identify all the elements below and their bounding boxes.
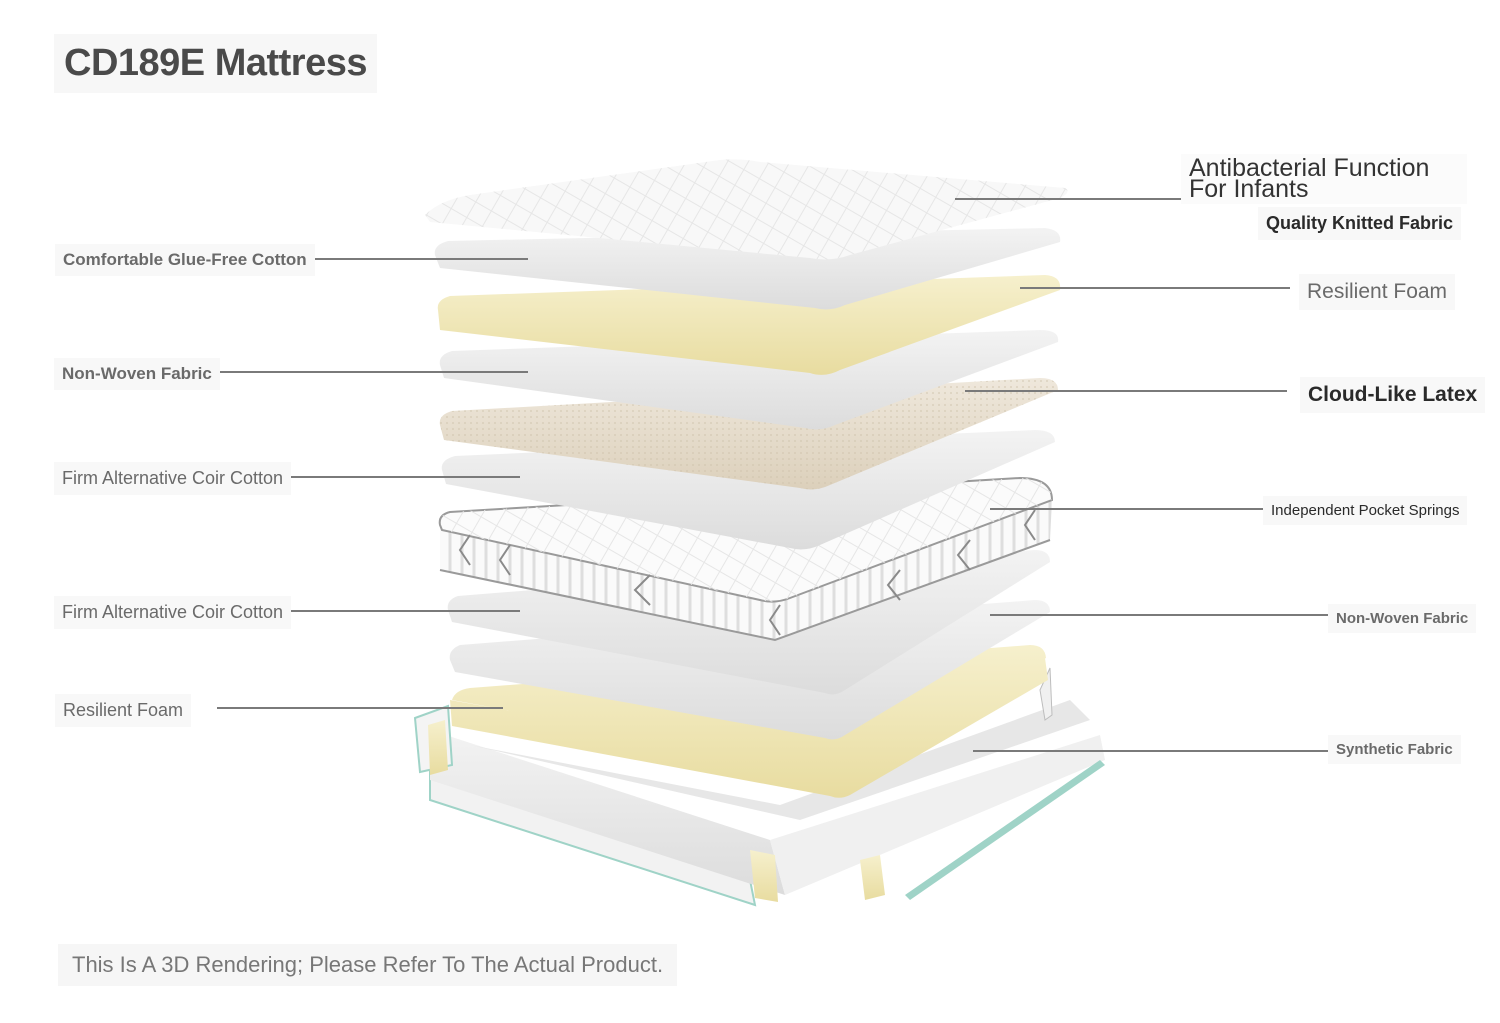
label-non-woven-fabric-right: Non-Woven Fabric <box>1328 604 1477 633</box>
label-resilient-foam-right: Resilient Foam <box>1299 274 1456 310</box>
page-title: CD189E Mattress <box>54 34 377 93</box>
label-non-woven-fabric-left: Non-Woven Fabric <box>54 358 220 390</box>
label-resilient-foam-left: Resilient Foam <box>55 694 192 727</box>
layer-cloud-like-latex <box>439 378 1058 490</box>
layer-knitted-fabric <box>425 159 1068 260</box>
label-quality-knitted-fabric: Quality Knitted Fabric <box>1258 207 1462 240</box>
label-coir-cotton-lower: Firm Alternative Coir Cotton <box>54 596 292 629</box>
label-glue-free-cotton: Comfortable Glue-Free Cotton <box>55 244 315 276</box>
layer-resilient-foam-top <box>437 275 1061 375</box>
base-box <box>413 667 1105 907</box>
label-independent-pocket-springs: Independent Pocket Springs <box>1263 496 1468 525</box>
leader-lines <box>190 198 1400 752</box>
label-cloud-like-latex: Cloud-Like Latex <box>1300 377 1486 413</box>
label-antibacterial-function: Antibacterial Function For Infants <box>1181 154 1467 204</box>
layer-non-woven-upper <box>439 330 1059 430</box>
rendering-disclaimer: This Is A 3D Rendering; Please Refer To … <box>58 944 678 986</box>
label-synthetic-fabric: Synthetic Fabric <box>1328 735 1461 764</box>
label-coir-cotton-upper: Firm Alternative Coir Cotton <box>54 462 292 495</box>
layer-glue-free-cotton <box>434 228 1061 310</box>
